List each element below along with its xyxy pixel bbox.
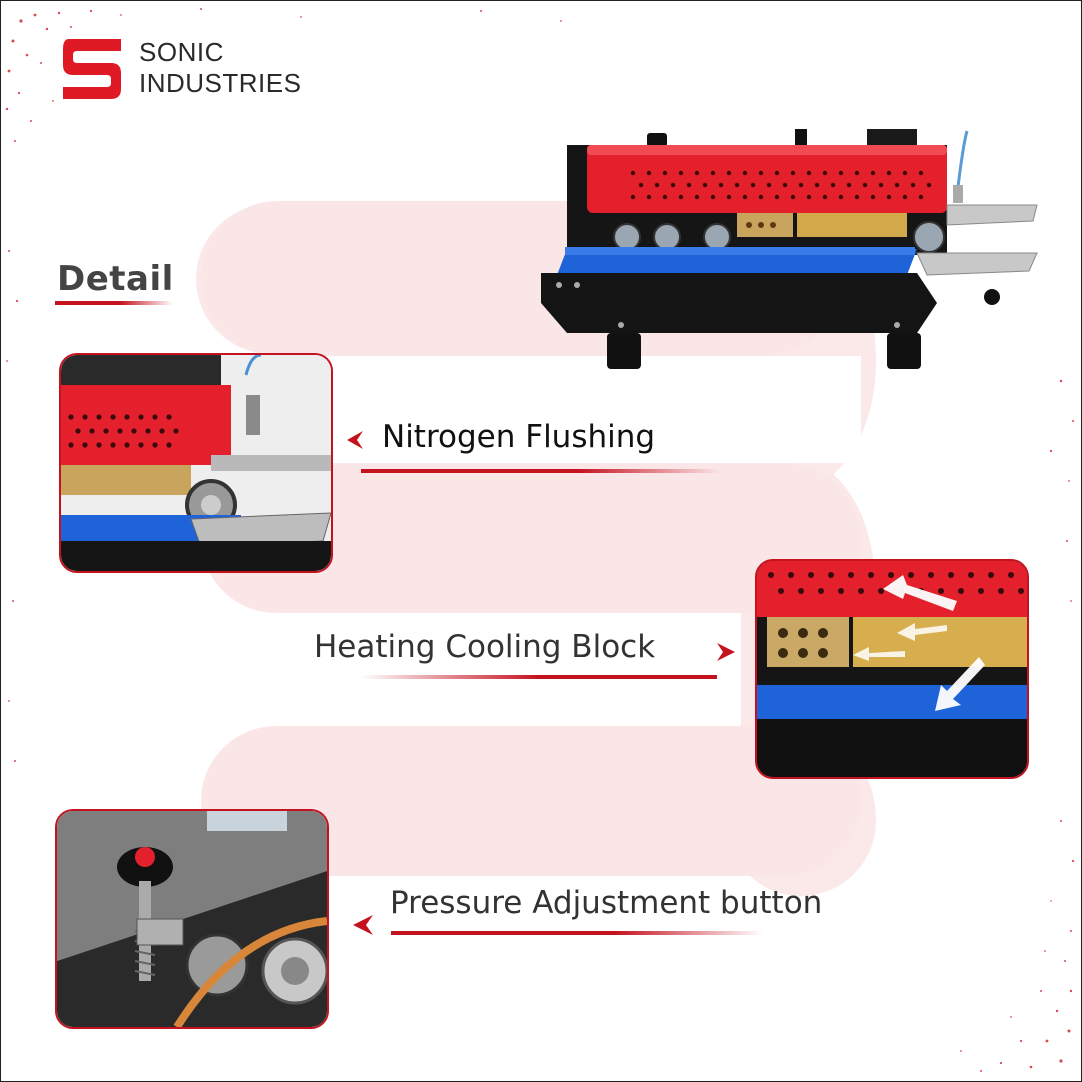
feature-label-nitrogen: Nitrogen Flushing (382, 419, 656, 455)
arrow-left-icon (353, 915, 373, 935)
nitrogen-flushing-image (59, 353, 333, 573)
pressure-knob-closeup-icon (57, 811, 327, 1027)
brand-logo: SONIC INDUSTRIES (59, 35, 301, 101)
feature-underline (361, 675, 717, 679)
brand-name-line2: INDUSTRIES (139, 68, 302, 98)
pressure-adjustment-image (55, 809, 329, 1029)
feature-label-heating: Heating Cooling Block (314, 629, 656, 665)
section-title: Detail (57, 259, 174, 299)
feature-underline (391, 931, 763, 935)
brand-name: SONIC INDUSTRIES (139, 37, 301, 99)
heating-cooling-block-image (755, 559, 1029, 779)
sonic-s-logo-icon (63, 39, 121, 99)
feature-label-pressure: Pressure Adjustment button (390, 885, 823, 921)
heating-cooling-block-closeup-icon (757, 561, 1027, 777)
arrow-right-icon (717, 643, 735, 661)
section-title-underline (55, 301, 173, 305)
feature-underline (361, 469, 721, 473)
arrow-left-icon (347, 431, 363, 449)
product-machine-image (541, 129, 1038, 369)
brand-name-line1: SONIC (139, 37, 224, 67)
nitrogen-nozzle-closeup-icon (61, 355, 331, 571)
